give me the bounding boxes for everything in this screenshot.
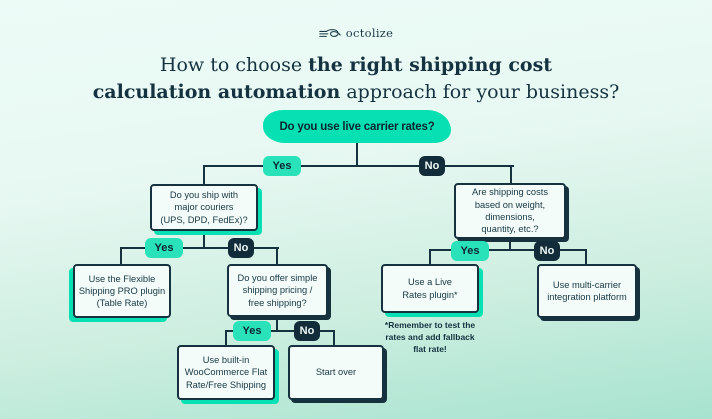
no-badge: No — [534, 241, 560, 261]
connector-line — [510, 165, 512, 184]
node-simple-pricing-question: Do you offer simple shipping pricing / f… — [227, 264, 328, 317]
connector-line — [120, 247, 279, 249]
page-title: How to choose the right shipping cost ca… — [0, 52, 712, 106]
connector-line — [225, 330, 227, 346]
connector-line — [509, 238, 511, 251]
node-ship-couriers-question: Do you ship with major couriers (UPS, DP… — [150, 184, 258, 231]
node-start-over-answer: Start over — [288, 345, 384, 400]
yes-badge: Yes — [451, 241, 489, 261]
connector-line — [429, 249, 431, 266]
yes-badge: Yes — [233, 321, 271, 341]
connector-line — [333, 330, 335, 346]
title-line-2: calculation automation approach for your… — [92, 80, 620, 103]
connector-line — [203, 230, 205, 248]
live-rates-footnote: *Remember to test the rates and add fall… — [384, 320, 476, 354]
node-root-question: Do you use live carrier rates? — [263, 110, 451, 143]
no-badge: No — [419, 156, 445, 176]
connector-line — [429, 249, 587, 251]
connector-line — [120, 247, 122, 266]
octolize-knot-icon — [319, 27, 341, 40]
connector-line — [276, 316, 278, 331]
connector-line — [204, 165, 514, 167]
no-badge: No — [228, 238, 254, 258]
connector-line — [585, 249, 587, 266]
connector-line — [203, 165, 205, 184]
yes-badge: Yes — [263, 156, 301, 176]
connector-line — [276, 247, 278, 266]
logo: octolize — [0, 26, 712, 40]
node-flexible-shipping-pro-answer: Use the Flexible Shipping PRO plugin (Ta… — [73, 264, 171, 318]
node-live-rates-answer: Use a Live Rates plugin* — [381, 264, 479, 313]
node-builtin-woocommerce-answer: Use built-in WooCommerce Flat Rate/Free … — [177, 345, 275, 400]
node-costs-weight-question: Are shipping costs based on weight, dime… — [454, 183, 566, 239]
connector-line — [356, 143, 358, 166]
node-multi-carrier-answer: Use multi-carrier integration platform — [537, 264, 637, 318]
title-line-1: How to choose the right shipping cost — [159, 54, 553, 76]
no-badge: No — [294, 321, 320, 341]
connector-line — [225, 330, 335, 332]
yes-badge: Yes — [145, 238, 183, 258]
logo-text: octolize — [345, 26, 394, 40]
